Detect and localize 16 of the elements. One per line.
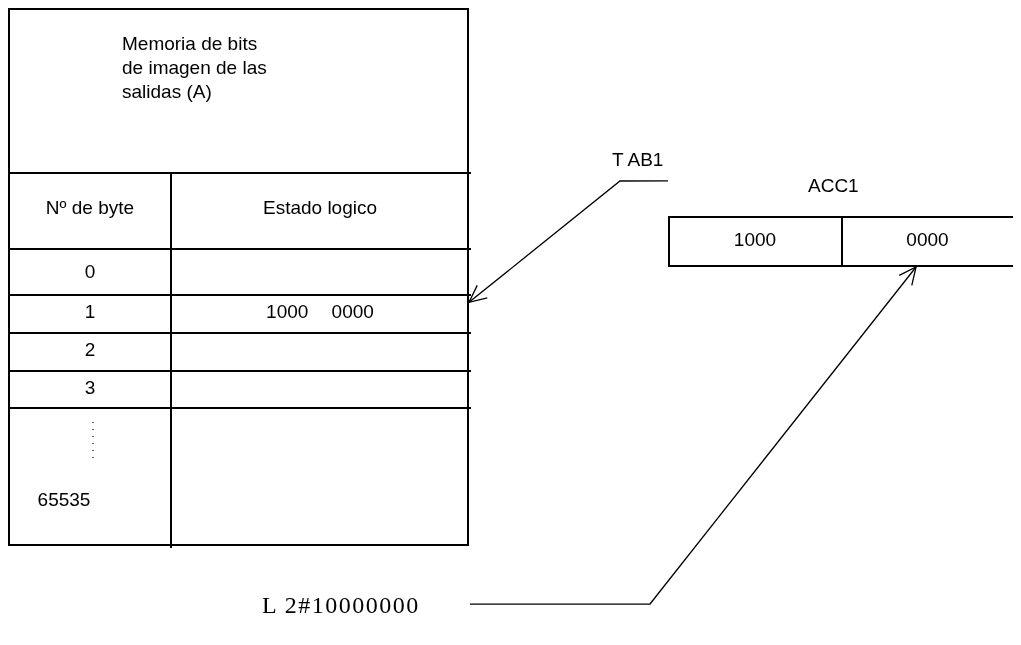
byte-number: 0 bbox=[83, 260, 97, 284]
arrow bbox=[469, 266, 917, 605]
register-name: ACC1 bbox=[808, 174, 859, 198]
column-header: Nº de byte bbox=[44, 196, 136, 220]
table-title: Memoria de bits de imagen de las salidas (A) bbox=[122, 32, 268, 104]
memory-table bbox=[8, 8, 469, 546]
byte-number: 2 bbox=[83, 338, 97, 362]
bit-value: 0000 bbox=[905, 228, 950, 252]
byte-number: 1 bbox=[83, 300, 97, 324]
bit-value: 1000 0000 bbox=[265, 300, 375, 324]
byte-number: 65535 bbox=[36, 488, 92, 512]
bit-value: 1000 bbox=[732, 228, 778, 252]
byte-number: 3 bbox=[83, 376, 97, 400]
instruction-text: L 2#10000000 bbox=[262, 591, 420, 620]
column-header: Estado logico bbox=[261, 196, 379, 220]
arrow bbox=[468, 180, 669, 303]
